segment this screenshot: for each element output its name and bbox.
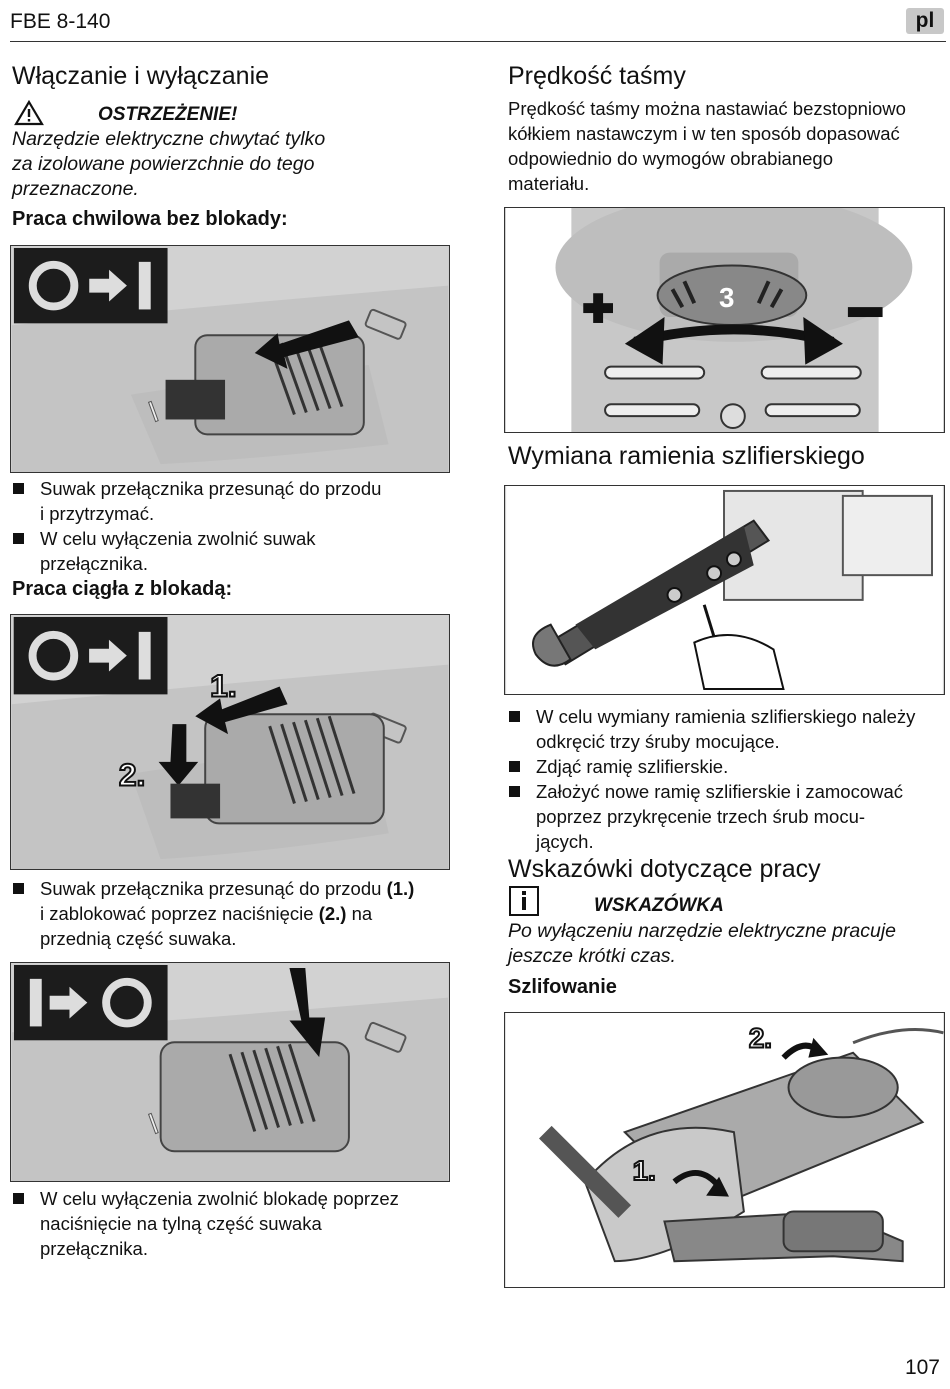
grind-step-label-1: 1. bbox=[633, 1155, 656, 1186]
step-label-1: 1. bbox=[210, 667, 236, 703]
list-item: Zdjąć ramię szlifierskie. bbox=[508, 754, 948, 779]
language-badge: pl bbox=[906, 8, 944, 34]
info-icon bbox=[509, 886, 539, 916]
section-title-working-tips: Wskazówki dotyczące pracy bbox=[508, 855, 821, 883]
figure-speed-dial: 3 bbox=[504, 207, 945, 433]
warning-label: OSTRZEŻENIE! bbox=[98, 104, 238, 125]
figure-switch-off: I bbox=[10, 962, 450, 1182]
subheading-grinding: Szlifowanie bbox=[508, 976, 617, 998]
grind-step-label-2: 2. bbox=[749, 1023, 772, 1054]
dial-number: 3 bbox=[719, 282, 734, 313]
section-title-belt-speed: Prędkość taśmy bbox=[508, 62, 686, 90]
list-item: W celu wymiany ramienia szlifierskiego n… bbox=[508, 704, 948, 754]
list-item: W celu wyłączenia zwolnić blokadę poprze… bbox=[12, 1186, 452, 1261]
figure-continuous-switch: 1. 2. bbox=[10, 614, 450, 870]
figure-arm-replacement bbox=[504, 485, 945, 695]
warning-text: Narzędzie elektryczne chwytać tylko za i… bbox=[12, 128, 326, 200]
subheading-continuous: Praca ciągła z blokadą: bbox=[12, 578, 233, 600]
bullet-list-off: W celu wyłączenia zwolnić blokadę poprze… bbox=[12, 1186, 452, 1261]
note-text: Po wyłączeniu narzędzie elektryczne prac… bbox=[508, 920, 897, 967]
subheading-momentary: Praca chwilowa bez blokady: bbox=[12, 208, 288, 230]
list-item: Założyć nowe ramię szlifierskie i zamoco… bbox=[508, 779, 948, 854]
section-title-switching: Włączanie i wyłączanie bbox=[12, 62, 270, 90]
bullet-square-icon bbox=[13, 883, 24, 894]
warning-triangle-icon bbox=[14, 100, 44, 126]
belt-speed-text: Prędkość taśmy można nastawiać bezstopni… bbox=[508, 98, 906, 194]
step-label-2: 2. bbox=[119, 757, 145, 793]
note-label: WSKAZÓWKA bbox=[594, 895, 724, 916]
bullet-list-arm: W celu wymiany ramienia szlifierskiego n… bbox=[508, 704, 948, 854]
header-divider bbox=[10, 41, 946, 42]
figure-momentary-switch: I bbox=[10, 245, 450, 473]
page-number: 107 bbox=[904, 1356, 940, 1379]
figure-grinding: 1. 2. bbox=[504, 1012, 945, 1288]
section-title-arm-replacement: Wymiana ramienia szlifierskiego bbox=[508, 442, 865, 470]
bullet-continuous: Suwak przełącznika przesunąć do przodu (… bbox=[12, 876, 457, 951]
header-model: FBE 8-140 bbox=[10, 10, 111, 33]
